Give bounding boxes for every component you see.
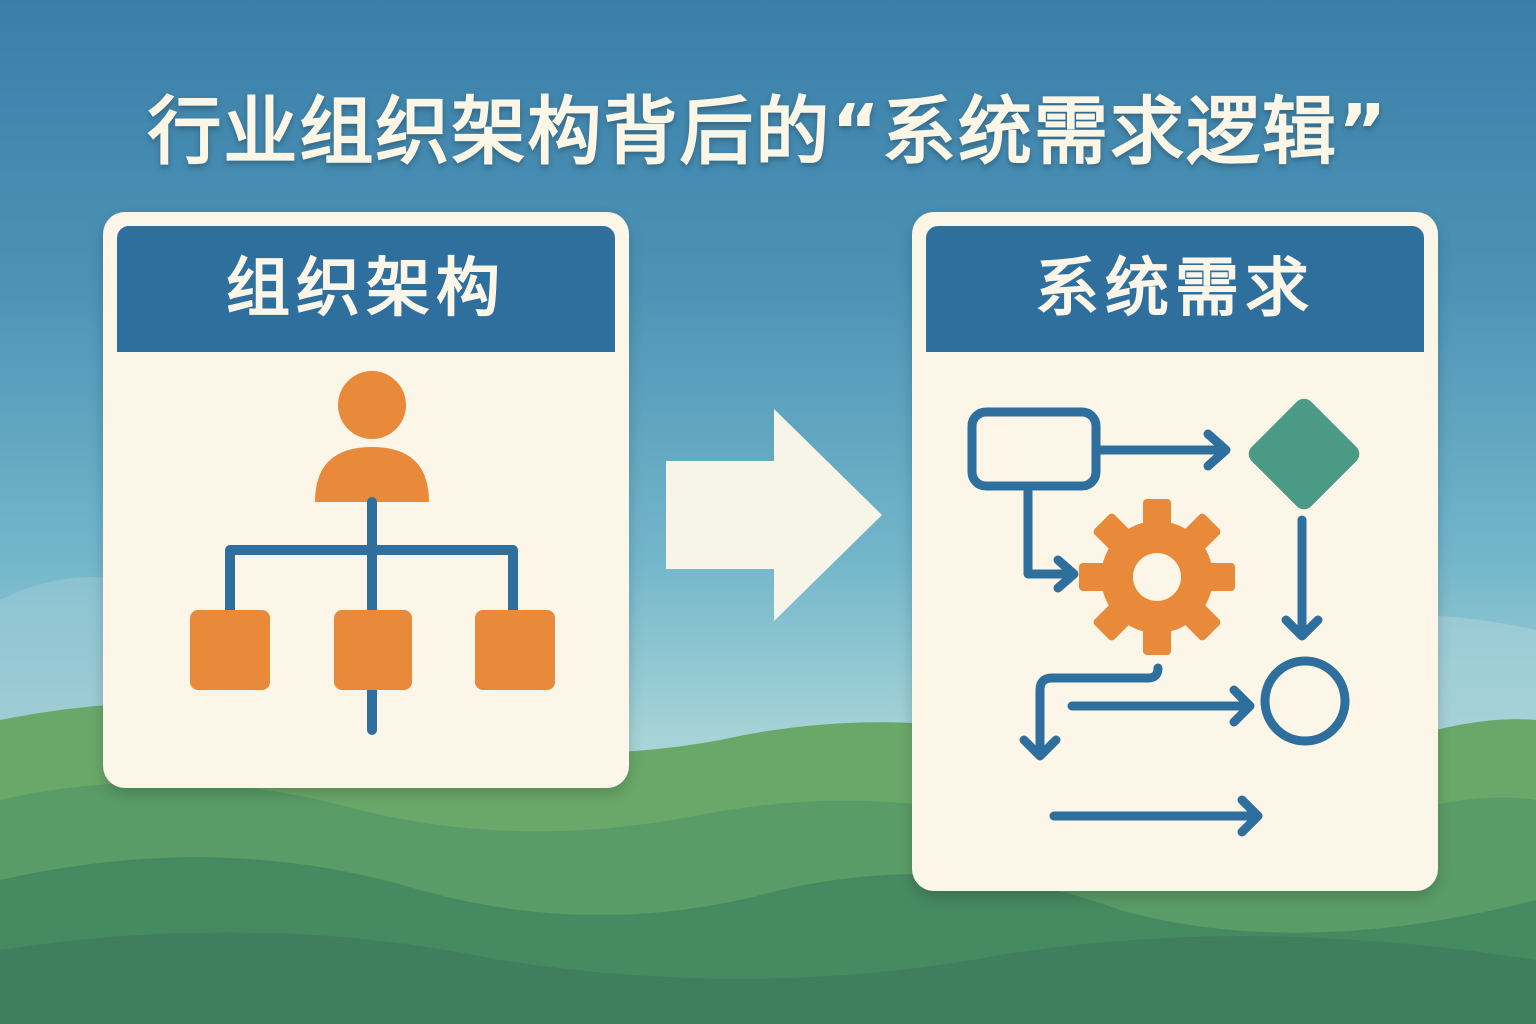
- flowchart-icon: [967, 398, 1360, 837]
- org-chart-icon: [190, 371, 555, 735]
- system-requirements-card: 系统需求: [912, 212, 1438, 891]
- system-requirements-card-title: 系统需求: [926, 226, 1424, 352]
- page-title: 行业组织架构背后的“系统需求逻辑”: [147, 89, 1389, 175]
- right-arrow-icon: [666, 409, 882, 621]
- org-structure-card: 组织架构: [103, 212, 629, 788]
- org-structure-card-title: 组织架构: [117, 226, 615, 352]
